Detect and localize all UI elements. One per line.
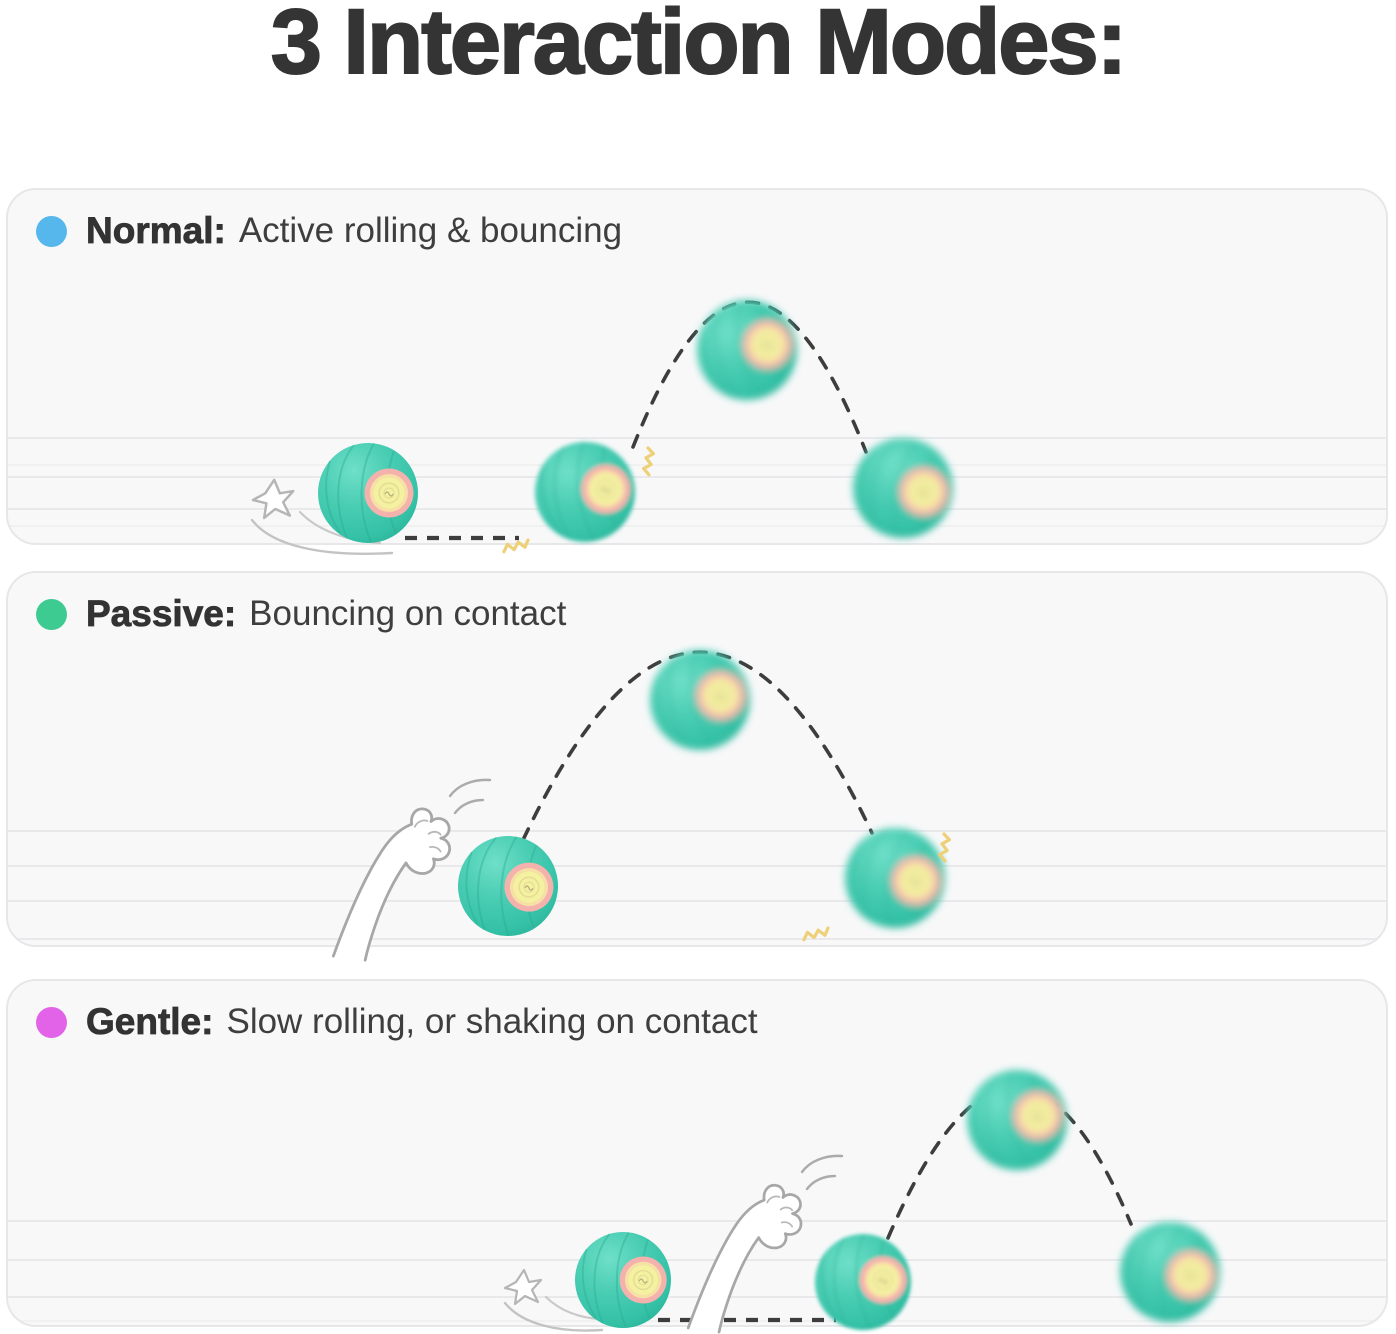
floor-line <box>8 1296 1386 1298</box>
panel-header: Passive: Bouncing on contact <box>36 593 566 636</box>
floor-line <box>8 938 1386 940</box>
floor-line <box>8 900 1386 902</box>
mode-description: Active rolling & bouncing <box>238 211 623 251</box>
mode-label: Passive: <box>86 593 237 635</box>
panel-normal-mode: Normal: Active rolling & bouncing <box>6 188 1388 545</box>
gentle-mode-dot-icon <box>36 1006 67 1038</box>
floor-line <box>8 1220 1386 1222</box>
mode-label: Gentle: <box>86 1001 214 1043</box>
floor-line <box>8 865 1386 867</box>
panel-gentle-mode: Gentle: Slow rolling, or shaking on cont… <box>6 979 1388 1327</box>
page-title: 3 Interaction Modes: <box>270 0 1129 93</box>
panel-passive-mode: Passive: Bouncing on contact <box>6 571 1388 947</box>
panel-header: Gentle: Slow rolling, or shaking on cont… <box>36 1001 758 1044</box>
passive-mode-dot-icon <box>36 598 67 630</box>
floor-line <box>8 437 1386 439</box>
mode-description: Bouncing on contact <box>249 594 567 634</box>
mode-label: Normal: <box>86 210 227 252</box>
floor-line <box>8 476 1386 478</box>
floor-line <box>8 1259 1386 1261</box>
mode-description: Slow rolling, or shaking on contact <box>226 1002 758 1042</box>
panel-header: Normal: Active rolling & bouncing <box>36 210 622 253</box>
floor-line <box>8 525 1386 527</box>
floor-line <box>8 464 1386 466</box>
normal-mode-dot-icon <box>36 215 67 247</box>
floor-line <box>8 830 1386 832</box>
floor-line <box>8 508 1386 510</box>
floor-line <box>8 1320 1386 1322</box>
